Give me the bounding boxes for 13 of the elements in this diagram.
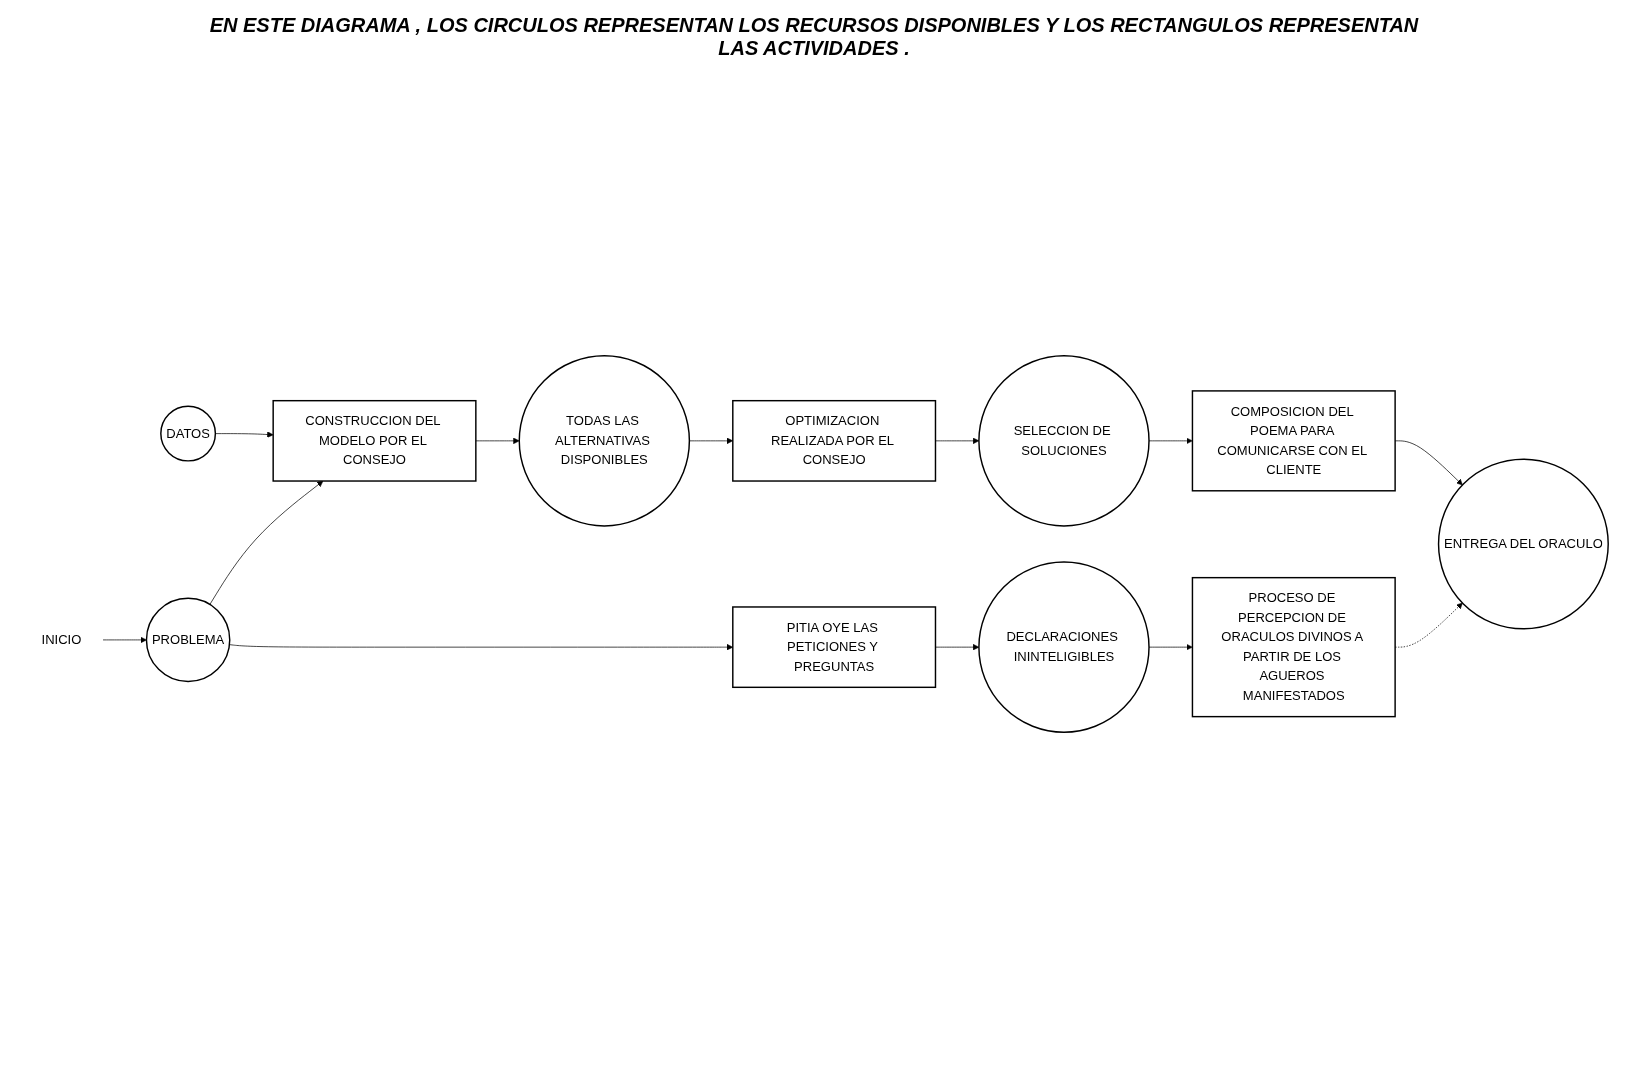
node-circle: ENTREGA DEL ORACULO xyxy=(1437,458,1609,630)
node-circle: DECLARACIONES ININTELIGIBLES xyxy=(978,561,1150,733)
node-circle: TODAS LAS ALTERNATIVAS DISPONIBLES xyxy=(518,355,691,527)
node-circle: DATOS xyxy=(160,405,217,462)
node-box: COMPOSICION DEL POEMA PARA COMUNICARSE CON EL CLIENTE xyxy=(1191,390,1396,492)
node-box: PROCESO DE PERCEPCION DE ORACULOS DIVINOS A PARTIR DE LOS AGUEROS MANIFESTADOS xyxy=(1191,576,1396,718)
node-box: OPTIMIZACION REALIZADA POR EL CONSEJO xyxy=(732,399,937,482)
node-box: PITIA OYE LAS PETICIONES Y PREGUNTAS xyxy=(732,606,937,689)
node-circle: SELECCION DE SOLUCIONES xyxy=(978,355,1150,527)
node-circle: PROBLEMA xyxy=(145,597,231,683)
node-box: CONSTRUCCION DEL MODELO POR EL CONSEJO xyxy=(272,399,477,482)
node-text: INICIO xyxy=(41,632,82,647)
note-text: EN ESTE DIAGRAMA , LOS CIRCULOS REPRESENTAN LOS RECURSOS DISPONIBLES Y LOS RECTANGULOS REPRESENTAN LAS ACTIVIDADES . xyxy=(208,14,1420,60)
